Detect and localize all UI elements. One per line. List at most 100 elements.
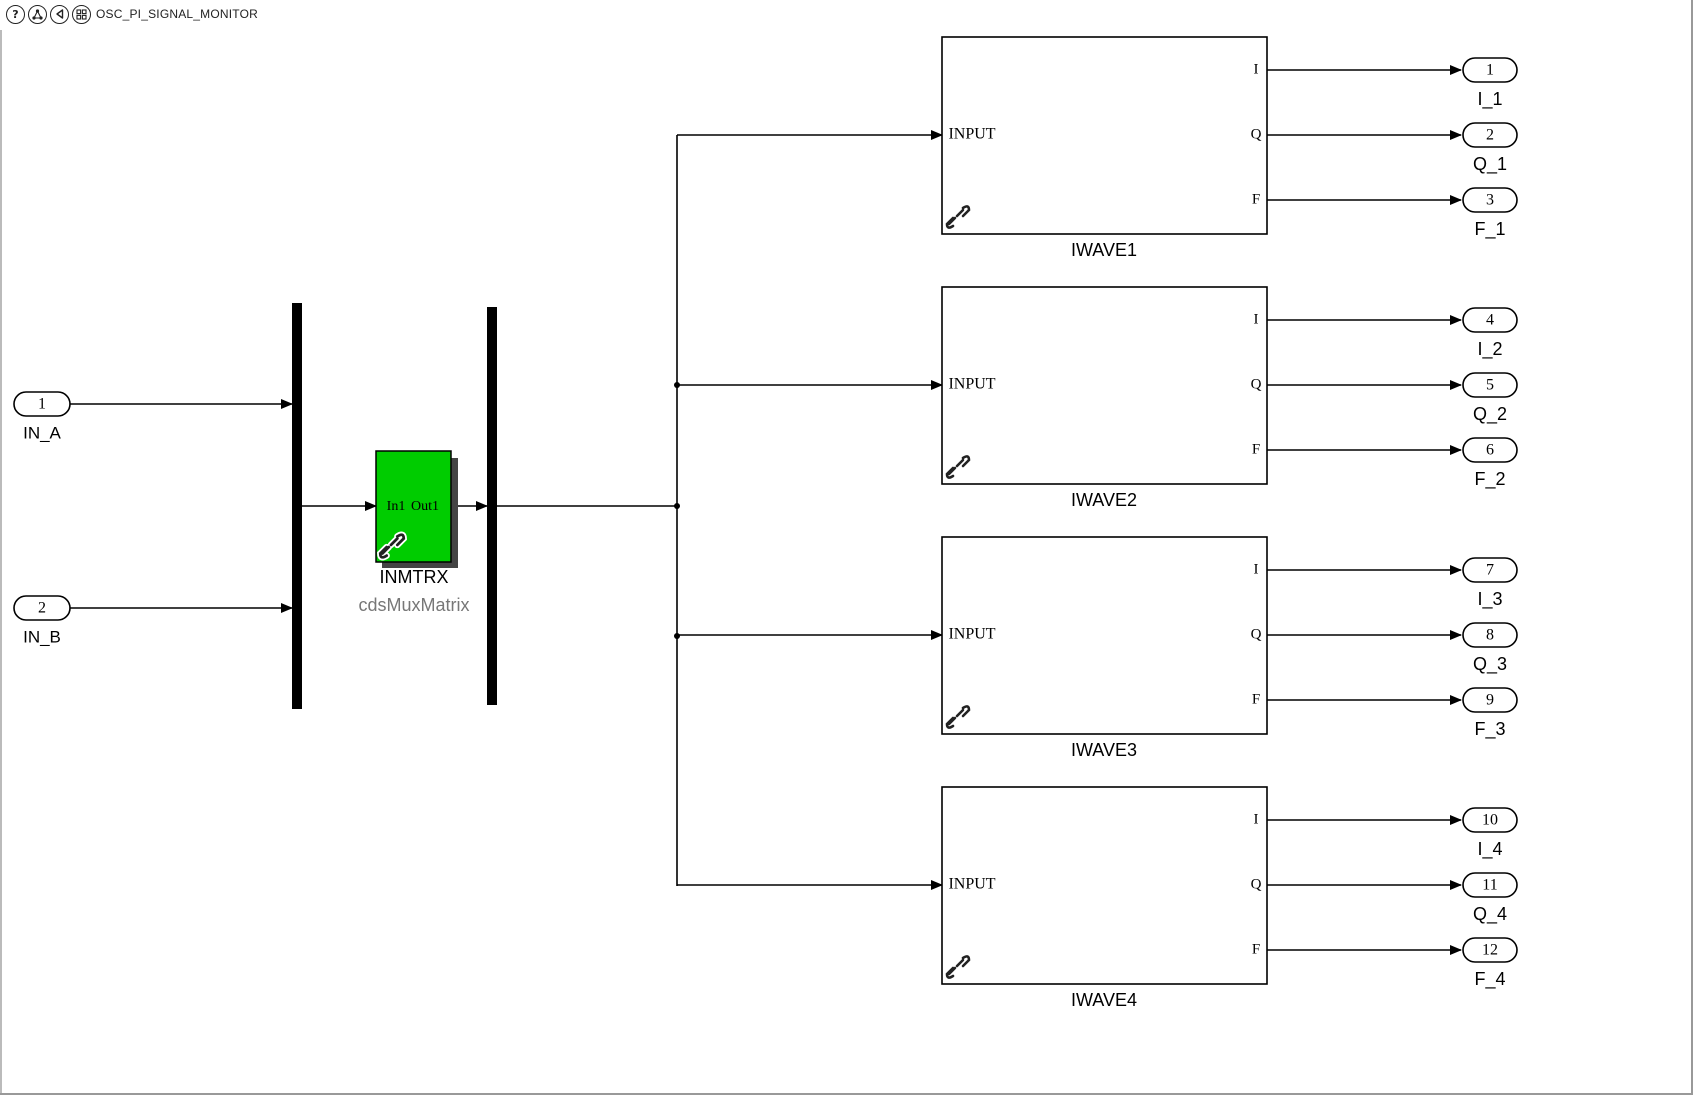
wave-output-port-label: I — [1254, 311, 1259, 327]
model-title: OSC_PI_SIGNAL_MONITOR — [96, 7, 259, 21]
wave-output-port-label: Q — [1251, 626, 1262, 642]
branch-point — [674, 633, 680, 639]
iwave-block-3[interactable] — [941, 536, 1268, 735]
inport-1-number: 1 — [38, 396, 46, 413]
iwave-name: IWAVE2 — [1071, 490, 1137, 510]
outport-2-shape — [1462, 122, 1518, 148]
iwave-block-4[interactable] — [941, 786, 1268, 985]
outport-6[interactable]: 6 — [1462, 437, 1518, 463]
outport-10-shape — [1462, 807, 1518, 833]
outport-11[interactable]: 11 — [1462, 872, 1518, 898]
iwave-block-2[interactable] — [941, 286, 1268, 485]
outport-9-number: 9 — [1486, 692, 1494, 709]
mux-bar[interactable] — [292, 303, 302, 709]
wave-output-port-label: I — [1254, 811, 1259, 827]
outport-2-number: 2 — [1486, 127, 1494, 144]
frame-left-edge — [0, 30, 2, 1095]
outport-7-number: 7 — [1486, 562, 1494, 579]
inport-2-shape — [13, 595, 71, 621]
inport-1[interactable]: 1 — [13, 391, 71, 417]
outport-4[interactable]: 4 — [1462, 307, 1518, 333]
iwave-name: IWAVE4 — [1071, 990, 1137, 1010]
help-glyph: ? — [12, 7, 19, 21]
outport-9[interactable]: 9 — [1462, 687, 1518, 713]
outport-12[interactable]: 12 — [1462, 937, 1518, 963]
outport-10-number: 10 — [1482, 812, 1498, 829]
outport-label: F_4 — [1474, 969, 1505, 990]
wave-output-port-label: F — [1252, 691, 1260, 707]
subsystem-out-port-label: Out1 — [411, 499, 439, 514]
outport-8-number: 8 — [1486, 627, 1494, 644]
outport-3-number: 3 — [1486, 192, 1494, 209]
frame-right-edge — [1691, 0, 1693, 1095]
wave-output-port-label: Q — [1251, 376, 1262, 392]
toolbar: ? OSC_PI_SIGNAL_MONITOR — [6, 3, 258, 25]
outport-11-shape — [1462, 872, 1518, 898]
outport-label: I_1 — [1477, 89, 1502, 110]
outport-9-shape — [1462, 687, 1518, 713]
inport-2[interactable]: 2 — [13, 595, 71, 621]
wave-input-port-label: INPUT — [948, 876, 995, 893]
outport-label: I_4 — [1477, 839, 1502, 860]
frame-bottom-edge — [0, 1093, 1693, 1095]
outport-12-shape — [1462, 937, 1518, 963]
outport-4-number: 4 — [1486, 312, 1494, 329]
outport-5[interactable]: 5 — [1462, 372, 1518, 398]
inport-label: IN_B — [23, 627, 61, 646]
outport-7[interactable]: 7 — [1462, 557, 1518, 583]
subsystem-library-name: cdsMuxMatrix — [358, 595, 469, 615]
iwave-name: IWAVE1 — [1071, 240, 1137, 260]
wave-output-port-label: I — [1254, 61, 1259, 77]
outport-1[interactable]: 1 — [1462, 57, 1518, 83]
outport-1-shape — [1462, 57, 1518, 83]
outport-2[interactable]: 2 — [1462, 122, 1518, 148]
outport-10[interactable]: 10 — [1462, 807, 1518, 833]
outport-4-shape — [1462, 307, 1518, 333]
outport-12-number: 12 — [1482, 942, 1498, 959]
outport-11-number: 11 — [1482, 877, 1497, 894]
wave-output-port-label: F — [1252, 191, 1260, 207]
wave-output-port-label: I — [1254, 561, 1259, 577]
inport-1-shape — [13, 391, 71, 417]
iwave-name: IWAVE3 — [1071, 740, 1137, 760]
blocks-icon[interactable] — [72, 4, 91, 24]
outport-8-shape — [1462, 622, 1518, 648]
outport-label: F_3 — [1474, 719, 1505, 740]
subsystem-in-port-label: In1 — [387, 499, 406, 514]
demux-bar[interactable] — [487, 307, 497, 705]
help-icon[interactable]: ? — [6, 4, 25, 24]
outport-label: Q_4 — [1473, 904, 1507, 925]
wave-input-port-label: INPUT — [948, 626, 995, 643]
wave-output-port-label: Q — [1251, 876, 1262, 892]
iwave-block-1[interactable] — [941, 36, 1268, 235]
wave-input-port-label: INPUT — [948, 376, 995, 393]
outport-5-number: 5 — [1486, 377, 1494, 394]
outport-6-number: 6 — [1486, 442, 1494, 459]
outport-8[interactable]: 8 — [1462, 622, 1518, 648]
tree-icon[interactable] — [28, 4, 47, 24]
inport-2-number: 2 — [38, 600, 46, 617]
outport-label: Q_1 — [1473, 154, 1507, 175]
outport-5-shape — [1462, 372, 1518, 398]
outport-label: I_2 — [1477, 339, 1502, 360]
outport-label: Q_3 — [1473, 654, 1507, 675]
outport-label: F_2 — [1474, 469, 1505, 490]
signal-lines — [70, 65, 1462, 955]
wave-output-port-label: Q — [1251, 126, 1262, 142]
outport-3[interactable]: 3 — [1462, 187, 1518, 213]
outport-7-shape — [1462, 557, 1518, 583]
outport-6-shape — [1462, 437, 1518, 463]
outport-label: F_1 — [1474, 219, 1505, 240]
back-icon[interactable] — [50, 4, 69, 24]
wave-output-port-label: F — [1252, 441, 1260, 457]
inport-label: IN_A — [23, 423, 61, 442]
outport-3-shape — [1462, 187, 1518, 213]
outport-label: Q_2 — [1473, 404, 1507, 425]
outport-label: I_3 — [1477, 589, 1502, 610]
branch-point — [674, 503, 680, 509]
wave-input-port-label: INPUT — [948, 126, 995, 143]
subsystem-name: INMTRX — [380, 567, 449, 587]
outport-1-number: 1 — [1486, 62, 1494, 79]
wave-output-port-label: F — [1252, 941, 1260, 957]
